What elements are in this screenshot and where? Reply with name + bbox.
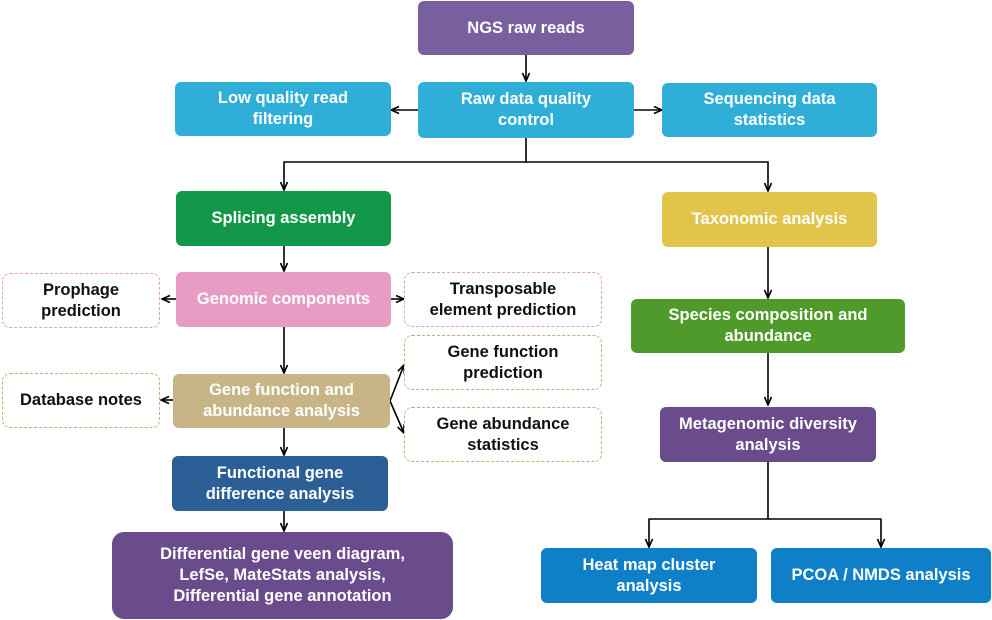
node-sequencing-data-statistics: Sequencing data statistics: [662, 83, 877, 137]
node-splicing-assembly: Splicing assembly: [176, 191, 391, 246]
arrow-qc-to-splicing: [284, 138, 527, 190]
node-gene-function-abundance-analysis: Gene function and abundance analysis: [173, 374, 390, 428]
arrow-qc-to-taxonomic: [526, 161, 768, 191]
node-transposable-element-prediction: Transposable element prediction: [404, 272, 602, 327]
arrow-diversity-to-pcoa: [768, 518, 881, 547]
node-functional-gene-difference-analysis: Functional gene difference analysis: [172, 456, 388, 511]
node-gene-abundance-statistics: Gene abundance statistics: [404, 407, 602, 462]
node-metagenomic-diversity-analysis: Metagenomic diversity analysis: [660, 407, 876, 462]
node-ngs-raw-reads: NGS raw reads: [418, 1, 634, 55]
node-genomic-components: Genomic components: [176, 272, 391, 327]
node-raw-data-quality-control: Raw data quality control: [418, 82, 634, 138]
node-taxonomic-analysis: Taxonomic analysis: [662, 192, 877, 247]
arrow-diversity-to-heatmap: [649, 462, 769, 547]
node-heat-map-cluster-analysis: Heat map cluster analysis: [541, 548, 757, 603]
node-low-quality-read-filtering: Low quality read filtering: [175, 82, 391, 136]
node-prophage-prediction: Prophage prediction: [2, 273, 160, 328]
node-species-composition-abundance: Species composition and abundance: [631, 299, 905, 353]
arrow-gene-function-to-prediction: [389, 365, 404, 402]
node-differential-gene-analysis: Differential gene veen diagram, LefSe, M…: [112, 532, 453, 619]
node-database-notes: Database notes: [2, 373, 160, 428]
node-gene-function-prediction: Gene function prediction: [404, 335, 602, 390]
arrow-gene-function-to-abundance-stats: [389, 400, 404, 433]
node-pcoa-nmds-analysis: PCOA / NMDS analysis: [771, 548, 991, 603]
